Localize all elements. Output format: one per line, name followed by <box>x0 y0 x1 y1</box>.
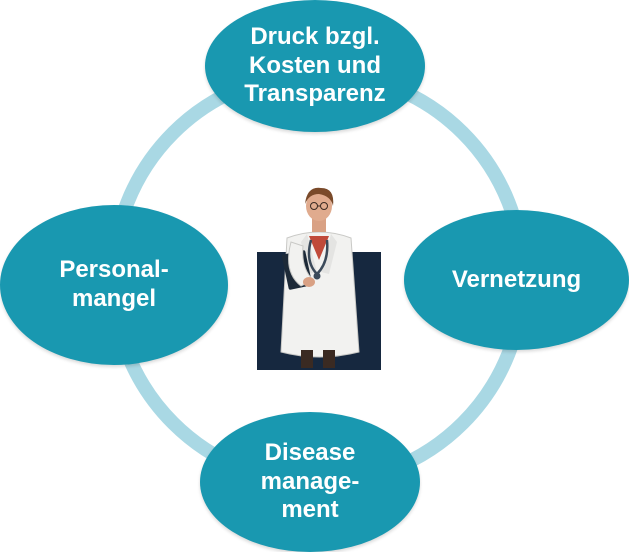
node-networking: Vernetzung <box>404 210 629 350</box>
node-cost-pressure-label: Druck bzgl. Kosten und Transparenz <box>244 22 386 108</box>
doctor-illustration <box>257 182 381 370</box>
node-disease-management: Disease manage- ment <box>200 412 420 552</box>
node-staff-shortage: Personal- mangel <box>0 205 228 365</box>
node-cost-pressure: Druck bzgl. Kosten und Transparenz <box>205 0 425 132</box>
node-networking-label: Vernetzung <box>451 265 582 293</box>
node-disease-management-label: Disease manage- ment <box>260 438 360 524</box>
doctor-icon <box>257 187 381 370</box>
node-staff-shortage-label: Personal- mangel <box>59 256 169 312</box>
